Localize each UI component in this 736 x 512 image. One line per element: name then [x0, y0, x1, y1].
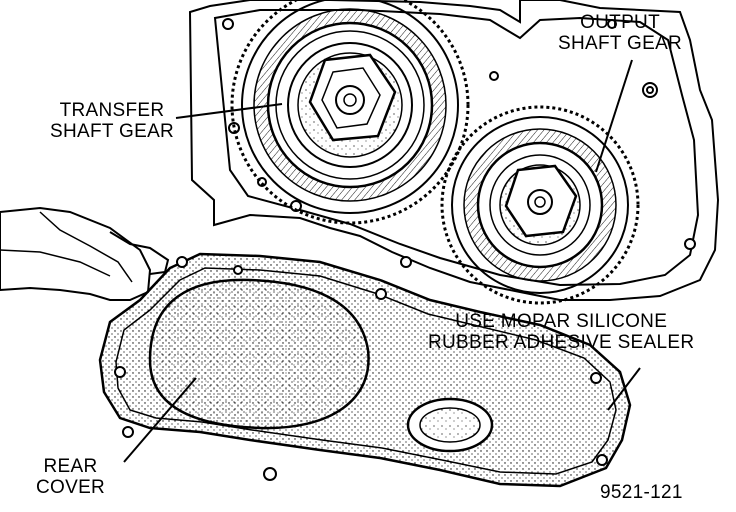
label-rear-cover: REAR COVER	[36, 456, 105, 498]
label-line: REAR	[43, 456, 98, 477]
transfer-shaft-gear	[230, 0, 470, 225]
label-line: TRANSFER	[59, 100, 165, 121]
label-line: COVER	[36, 477, 106, 498]
label-line: RUBBER ADHESIVE SEALER	[428, 332, 695, 353]
output-shaft-gear	[440, 105, 640, 305]
hand-holding-cover	[0, 206, 170, 301]
leader-rear-cover	[123, 377, 197, 463]
rear-cover	[98, 252, 632, 488]
label-line: SHAFT GEAR	[50, 121, 175, 142]
label-line: OUTPUT	[580, 12, 660, 33]
case-housing	[188, 0, 720, 301]
label-line: USE MOPAR SILICONE	[455, 311, 668, 332]
rear-cover-bolt-holes	[114, 256, 608, 481]
leader-transfer-shaft-gear	[175, 103, 283, 119]
label-output-shaft-gear: OUTPUT SHAFT GEAR	[558, 12, 682, 54]
leader-sealer	[607, 367, 641, 411]
leader-lines	[123, 59, 641, 463]
label-sealer-note: USE MOPAR SILICONE RUBBER ADHESIVE SEALE…	[428, 311, 694, 353]
label-transfer-shaft-gear: TRANSFER SHAFT GEAR	[50, 100, 174, 142]
leader-output-shaft-gear	[595, 59, 633, 173]
label-line: SHAFT GEAR	[558, 33, 683, 54]
figure-number: 9521-121	[600, 482, 683, 503]
